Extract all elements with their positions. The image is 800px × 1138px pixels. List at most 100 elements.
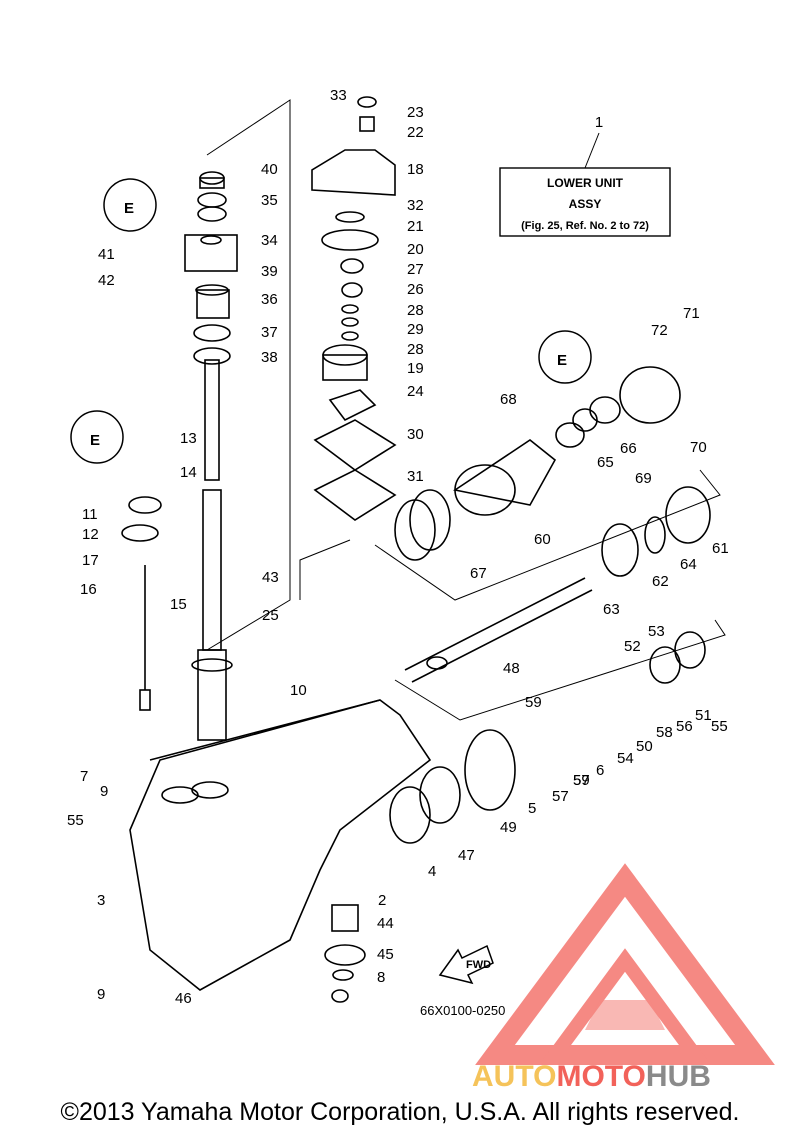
callout-numbers: 33 23 22 18 40 35 32 21 20 41 34 42 39 2… [67, 87, 729, 1007]
diagram-code: 66X0100-0250 [420, 1003, 505, 1018]
callout: 45 [377, 946, 394, 963]
callout: 22 [407, 124, 424, 141]
callout: 52 [624, 638, 641, 655]
callout: 21 [407, 218, 424, 235]
callout: 67 [470, 565, 487, 582]
callout: 18 [407, 161, 424, 178]
assy-line-2: ASSY [569, 197, 602, 211]
watermark-auto: AUTO [472, 1060, 556, 1093]
assy-line-1: LOWER UNIT [547, 176, 624, 190]
callout: 53 [648, 623, 665, 640]
callout: 15 [170, 596, 187, 613]
callout: 28 [407, 341, 424, 358]
assy-ref-number: 1 [595, 114, 603, 131]
callout: 7 [80, 768, 88, 785]
callout: 32 [407, 197, 424, 214]
callout: 38 [261, 349, 278, 366]
callout: 59 [573, 772, 590, 789]
fwd-label: FWD [466, 959, 491, 971]
callout: 51 [695, 707, 712, 724]
callout: 69 [635, 470, 652, 487]
upper-bearing-stack [184, 171, 238, 365]
drive-shaft [191, 359, 233, 741]
callout: 16 [80, 581, 97, 598]
callout: 5 [528, 800, 536, 817]
callout: 4 [428, 863, 436, 880]
automotohub-logo [475, 863, 775, 1065]
callout: 25 [262, 607, 279, 624]
callout: 46 [175, 990, 192, 1007]
callout: 58 [656, 724, 673, 741]
callout: 71 [683, 305, 700, 322]
callout: 27 [407, 261, 424, 278]
callout: 62 [652, 573, 669, 590]
badge-letter: E [557, 352, 567, 369]
gear-cluster [389, 366, 711, 844]
callout: 72 [651, 322, 668, 339]
callout: 31 [407, 468, 424, 485]
callout: 50 [636, 738, 653, 755]
callout: 26 [407, 281, 424, 298]
callout: 9 [97, 986, 105, 1003]
callout: 40 [261, 161, 278, 178]
callout: 49 [500, 819, 517, 836]
callout: 66 [620, 440, 637, 457]
callout: 34 [261, 232, 278, 249]
bracket-lines [206, 99, 726, 721]
callout: 57 [552, 788, 569, 805]
callout: 3 [97, 892, 105, 909]
copyright-notice: ©2013 Yamaha Motor Corporation, U.S.A. A… [60, 1098, 740, 1126]
callout: 33 [330, 87, 347, 104]
callout: 60 [534, 531, 551, 548]
callout: 12 [82, 526, 99, 543]
watermark-hub: HUB [646, 1060, 711, 1093]
callout: 10 [290, 682, 307, 699]
callout: 36 [261, 291, 278, 308]
callout: 11 [82, 506, 98, 523]
badge-letter: E [124, 200, 134, 217]
propeller-shaft [404, 577, 593, 683]
callout: 47 [458, 847, 475, 864]
lower-casing [129, 699, 432, 991]
callout: 44 [377, 915, 394, 932]
callout: 28 [407, 302, 424, 319]
shift-rod [121, 496, 162, 711]
callout: 37 [261, 324, 278, 341]
callout: 43 [262, 569, 279, 586]
callout: 54 [617, 750, 634, 767]
lubricant-badges: E E E [70, 178, 592, 464]
callout: 55 [711, 718, 728, 735]
callout: 14 [180, 464, 197, 481]
callout: 61 [712, 540, 729, 557]
callout: 70 [690, 439, 707, 456]
callout: 19 [407, 360, 424, 377]
callout: 65 [597, 454, 614, 471]
assy-line-3: (Fig. 25, Ref. No. 2 to 72) [521, 220, 649, 232]
callout: 9 [100, 783, 108, 800]
callout: 24 [407, 383, 424, 400]
water-pump-stack [311, 96, 397, 521]
callout: 2 [378, 892, 386, 909]
callout: 13 [180, 430, 197, 447]
callout: 30 [407, 426, 424, 443]
callout: 42 [98, 272, 115, 289]
callout: 35 [261, 192, 278, 209]
callout: 63 [603, 601, 620, 618]
badge-letter: E [90, 432, 100, 449]
watermark-text: AUTOMOTOHUB [472, 1060, 711, 1093]
callout: 68 [500, 391, 517, 408]
callout: 48 [503, 660, 520, 677]
callout: 6 [596, 762, 604, 779]
pinion-stack [324, 904, 366, 1003]
callout: 17 [82, 552, 99, 569]
fwd-arrow: FWD [438, 944, 494, 985]
callout: 56 [676, 718, 693, 735]
callout: 29 [407, 321, 424, 338]
callout: 41 [98, 246, 115, 263]
callout: 57 [573, 772, 590, 789]
callout: 64 [680, 556, 697, 573]
callout: 59 [525, 694, 542, 711]
callout: 23 [407, 104, 424, 121]
callout: 55 [67, 812, 84, 829]
